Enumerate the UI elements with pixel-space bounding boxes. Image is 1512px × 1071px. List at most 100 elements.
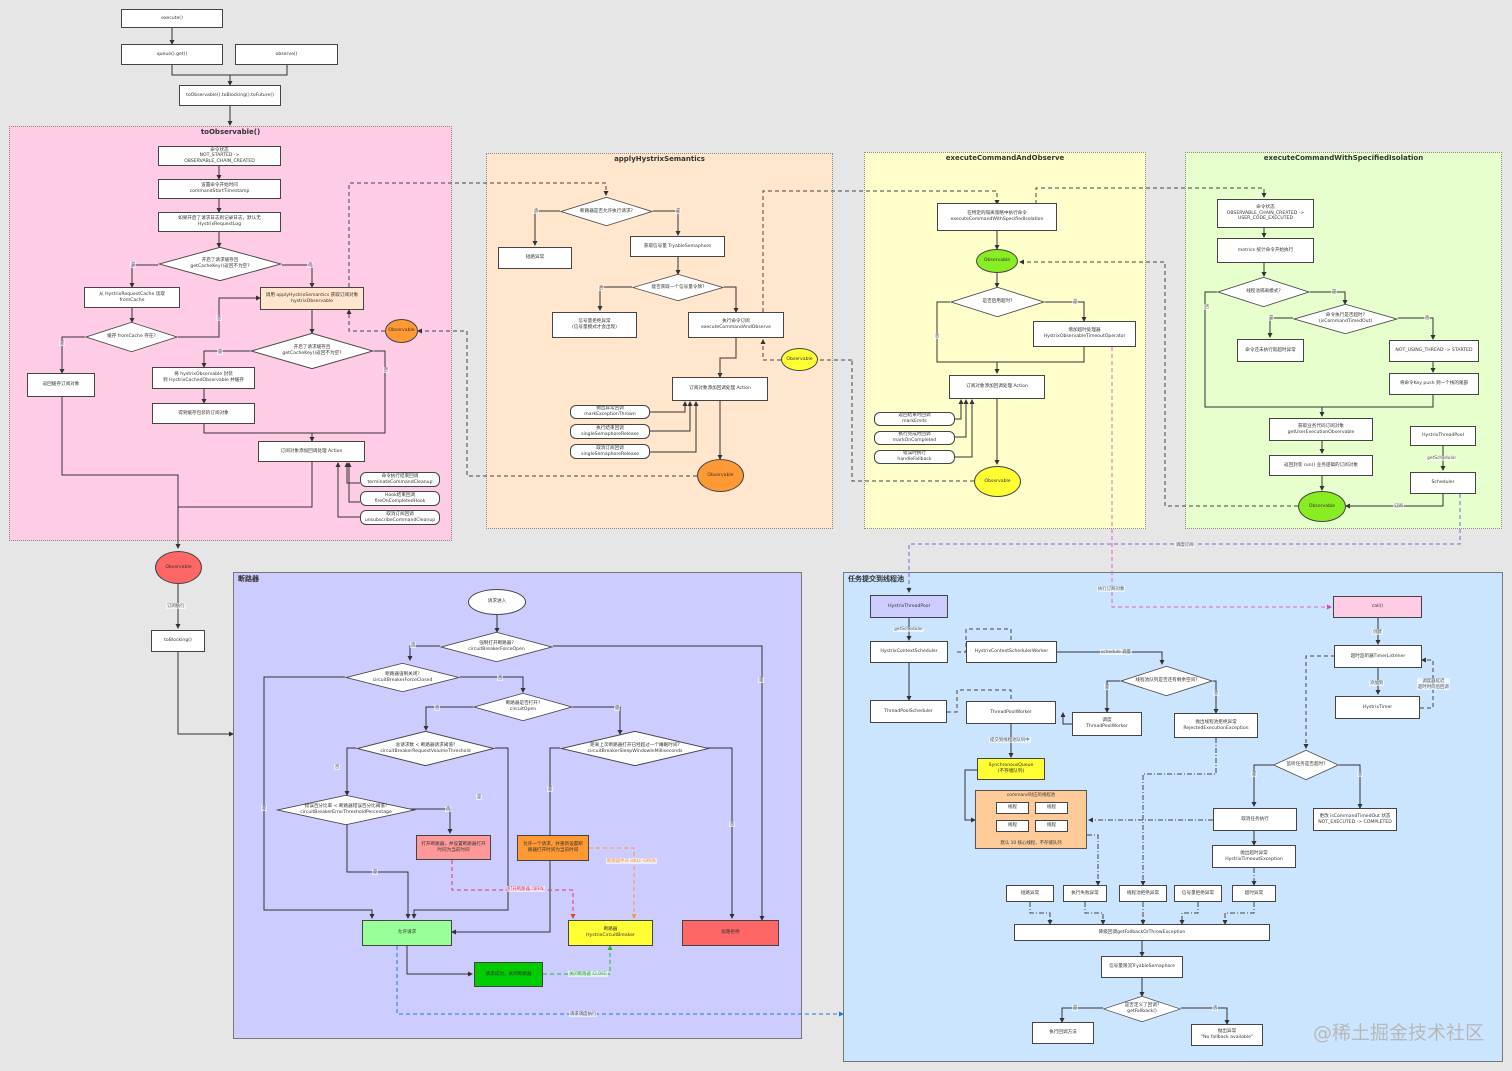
label-half-open: 断路器半开 HALF-OPEN (606, 858, 657, 864)
label-close: 关闭断路器 CLOSE (568, 971, 608, 977)
get-user-observable-node: 获取业务代码订阅对象 getUserExecutionObservable (1269, 418, 1373, 441)
open-breaker-node: 打开断路器，并设置断路器打开 时间为当前时间 (416, 835, 491, 860)
success-close-node: 请求成功，关闭断路器 (474, 962, 543, 987)
request-log-node: 如果开启了请求日志则记录日志，默认无 HystrixRequestLog (158, 212, 281, 232)
timer-note-label: 调度器延迟 超时时间后回调 (1417, 678, 1450, 690)
thread-node: 线程 (996, 820, 1029, 832)
call-apply-hystrix-node: 调用 applyHystrixSemantics 获取订阅对象 hystrixO… (260, 287, 364, 310)
exec-add-action-node: 订阅对象添加回调处理 Action (949, 375, 1045, 399)
short-circuit-reject-node: 短路拒绝 (682, 920, 779, 946)
label-yes: 是 (1331, 289, 1338, 295)
label-yes: 是 (547, 786, 554, 792)
label-yes: 是 (675, 208, 682, 214)
observable-red: Observable (155, 551, 202, 584)
label-no: 否 (434, 705, 441, 711)
exc-semaphore-node: 信号量拒绝异常 (1174, 885, 1222, 902)
return-cached-node: 返回缓存订阅对象 (27, 373, 95, 397)
label-yes: 是 (1072, 1005, 1079, 1011)
exc-exec-node: 执行失败异常 (1063, 885, 1107, 902)
get-scheduler-label: getScheduler (1426, 456, 1458, 461)
callback-mark-emits: 返回结果时回调 markEmits (874, 412, 955, 426)
exc-timeout-node: 超时异常 (1232, 885, 1276, 902)
label-no: 否 (598, 285, 605, 291)
observable-yellow: Observable (781, 348, 818, 371)
tp-scheduler-node: ThreadPoolScheduler (870, 700, 947, 723)
tp-worker-node: ThreadPoolWorker (966, 701, 1056, 724)
label-no: 否 (383, 367, 390, 373)
label-no: 否 (729, 821, 736, 827)
request-volume-decision: 总请求数 < 断路器请求阈值? circuitBreakerRequestVol… (356, 731, 495, 766)
fallback-semaphore-node: 信号量限流TryableSemaphore (1101, 956, 1183, 978)
error-threshold-decision: 错误百分比率 < 断路器错误百分比阈值? circuitBreakerError… (276, 795, 416, 825)
wrap-cached-node: 将 hystrixObservable 封装 到 HystrixCachedOb… (152, 367, 255, 389)
label-yes: 是 (1251, 771, 1258, 777)
timeout-enabled-decision: 是否启用超时? (950, 287, 1045, 317)
thread-node: 线程 (1035, 802, 1068, 814)
rejected-exception-node: 抛出线程池拒绝异常 RejectedExecutionException (1174, 713, 1258, 738)
fallback-node: 降级回调getFallbackOrThrowException (1014, 924, 1270, 941)
observable-orange: Observable (385, 319, 418, 343)
observable-yellow-2: Observable (974, 466, 1021, 497)
label-yes: 是 (59, 340, 66, 346)
callback-hook: Hook结束回调 fireOnCompletedHook (360, 491, 440, 506)
observable-green-2: Observable (1298, 491, 1346, 522)
hystrix-thread-pool-node: HystrixThreadPool (870, 595, 948, 618)
metrics-node: metrics 统计命令开始执行 (1217, 238, 1314, 263)
label-yes: 是 (476, 794, 483, 800)
label-no: 否 (934, 333, 941, 339)
get-scheduler-label: getScheduler (893, 627, 925, 632)
thread-node: 线程 (996, 802, 1029, 814)
observe-node: observe() (235, 44, 338, 65)
thread-pool-box: command对应的线程池 线程 线程 线程 线程 默认 10 核心线程，不存储… (975, 790, 1087, 849)
exec-isolation-node: 在特定的隔离策略中执行命令 executeCommandWithSpecifie… (937, 203, 1057, 231)
callback-exception: 抛出异常回调 markExceptionThrown (570, 405, 650, 419)
label-no: 否 (1213, 690, 1220, 696)
callback-unsubscribe: 取消订阅回调 unsubscribeCommandCleanup (360, 510, 440, 525)
callback-handle-fallback: 错误时执行 handleFallback (874, 450, 955, 464)
label-no: 否 (334, 764, 341, 770)
subscribe-label: 订阅 (1393, 503, 1404, 509)
observable-orange-2: Observable (697, 459, 744, 492)
hystrix-timer-node: HystrixTimer (1335, 696, 1420, 719)
sched-subscribe-label: 调度订阅 (1175, 542, 1195, 548)
call-node: call() (1333, 596, 1422, 618)
observable-green: Observable (976, 249, 1018, 273)
schedule-label: schedule 调度 (1100, 649, 1132, 655)
circuit-open-decision: 断路器是否打开? circuitOpen (473, 693, 573, 721)
label-no: 否 (216, 315, 223, 321)
cache-exists-decision: 缓存 fromCache 存在? (85, 322, 178, 352)
label-no: 否 (445, 806, 452, 812)
fallback-defined-decision: 是否定义了回调? getFallback() (1103, 996, 1181, 1022)
cache-enabled-decision: 开启了请求缓存且 getCacheKey()返回不为空? (158, 247, 282, 281)
timeout-operator-node: 增加超时处理器 HystrixObservableTimeoutOperator (1033, 321, 1136, 347)
to-observable-chain-node: toObservable().toBlocking().toFuture() (179, 85, 281, 106)
execute-node: execute() (121, 9, 223, 28)
group-title: applyHystrixSemantics (614, 155, 705, 163)
thread-node: 线程 (1035, 820, 1068, 832)
queue-space-decision: 线程池队列是否还有剩余空间? (1120, 666, 1213, 696)
no-fallback-node: 抛出异常 "No fallback available" (1191, 1024, 1263, 1046)
timer-listener-node: 超时监听器TimerListener (1334, 645, 1422, 668)
add-action-node: 订阅对象添加回调处理 Action (258, 441, 365, 462)
group-title: executeCommandAndObserve (945, 154, 1065, 162)
circuit-breaker-node: 断路器 HystrixCircuitBreaker (568, 920, 653, 946)
throw-timeout-node: 抛出超时异常 HystrixTimeoutException (1212, 845, 1296, 868)
subscribe-exec-label: 订阅执行 (166, 603, 186, 609)
queue-get-node: queue().get() (121, 44, 223, 65)
cache-enabled-decision-2: 开启了请求缓存且 getCacheKey()返回不为空? (250, 333, 374, 369)
to-blocking-node: toBlocking() (151, 630, 205, 652)
pool-title: command对应的线程池 (1006, 793, 1056, 798)
force-closed-decision: 断路器强制关闭? circuitBreakerForceClosed (345, 663, 460, 692)
callback-mark-completed: 执行完成时回调 markOnCompleted (874, 431, 955, 445)
label-yes: 是 (614, 705, 621, 711)
watermark: @稀土掘金技术社区 (1312, 1022, 1484, 1044)
pool-note: 默认 10 核心线程，不存储队列 (1000, 841, 1062, 846)
task-timeout-decision-shape: 监听任务是否超时? (1273, 750, 1339, 780)
callback-release-1: 执行结束回调 singleSemaphoreRelease (570, 424, 650, 439)
timed-out-decision: 命令执行是否超时? (isCommandTimedOut) (1293, 304, 1398, 334)
allow-one-request-node: 允许一个请求，并重新设置断 路器打开时间为当前时间 (517, 835, 589, 861)
isolation-thread-pool-node: HystrixThreadPool (1410, 426, 1476, 446)
context-scheduler-node: HystrixContextScheduler (870, 641, 948, 663)
from-cache-node: 从 HystrixRequestCache 读取 fromCache (84, 287, 180, 308)
label-yes: 是 (1072, 299, 1079, 305)
